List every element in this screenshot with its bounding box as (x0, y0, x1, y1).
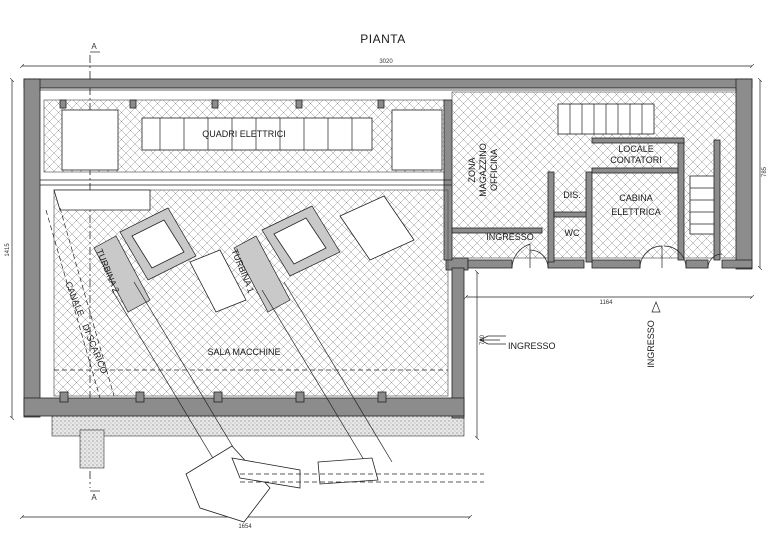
turbine-1-equipment (233, 195, 415, 471)
plan-title: PIANTA (360, 32, 405, 46)
section-line-a: A A (89, 42, 100, 502)
staircase (557, 103, 717, 235)
label-ingresso-arrow: INGRESSO (508, 341, 556, 351)
canale-di-scarico (45, 207, 115, 399)
section-label-bottom: A (91, 493, 97, 502)
room-label-magazzino: MAGAZZINO (478, 143, 488, 197)
quadri-panel-dividers (159, 118, 353, 150)
dimension-top: 3020 (379, 59, 393, 65)
room-label-dis: DIS. (563, 190, 581, 200)
dimension-mid: 1164 (600, 300, 614, 306)
room-label-contatori: CONTATORI (610, 155, 662, 165)
room-label-wc: WC (565, 228, 580, 238)
outlet-structures (185, 445, 484, 523)
dimension-right: 785 (762, 166, 768, 177)
quadri-panel (141, 117, 373, 151)
turbine-2-equipment (93, 207, 247, 471)
ingresso-arrow-east (479, 335, 506, 345)
section-label-top: A (91, 42, 97, 51)
ingresso-arrow-south (651, 301, 661, 313)
room-label-cabina: CABINA (619, 193, 653, 203)
room-label-quadri: QUADRI ELETTRICI (202, 129, 286, 139)
foundation-pit (79, 429, 105, 469)
room-label-ingresso-inner: INGRESSO (486, 232, 534, 242)
room-label-sala-macchine: SALA MACCHINE (207, 347, 280, 357)
doors (511, 243, 723, 269)
room-label-zona: ZONA (467, 157, 477, 182)
label-ingresso-vertical: INGRESSO (646, 320, 656, 368)
dimension-bottom: 1654 (238, 524, 252, 530)
dimension-left: 1415 (5, 243, 11, 257)
room-label-locale: LOCALE (618, 144, 654, 154)
columns-bottom (59, 391, 387, 403)
dimension-lines: 3020 1415 785 1164 1654 720 (5, 59, 768, 530)
outer-walls (23, 78, 753, 419)
room-label-officina: OFFICINA (489, 149, 499, 191)
interior-walls (451, 137, 721, 263)
room-label-elettrica: ELETTRICA (611, 207, 661, 217)
